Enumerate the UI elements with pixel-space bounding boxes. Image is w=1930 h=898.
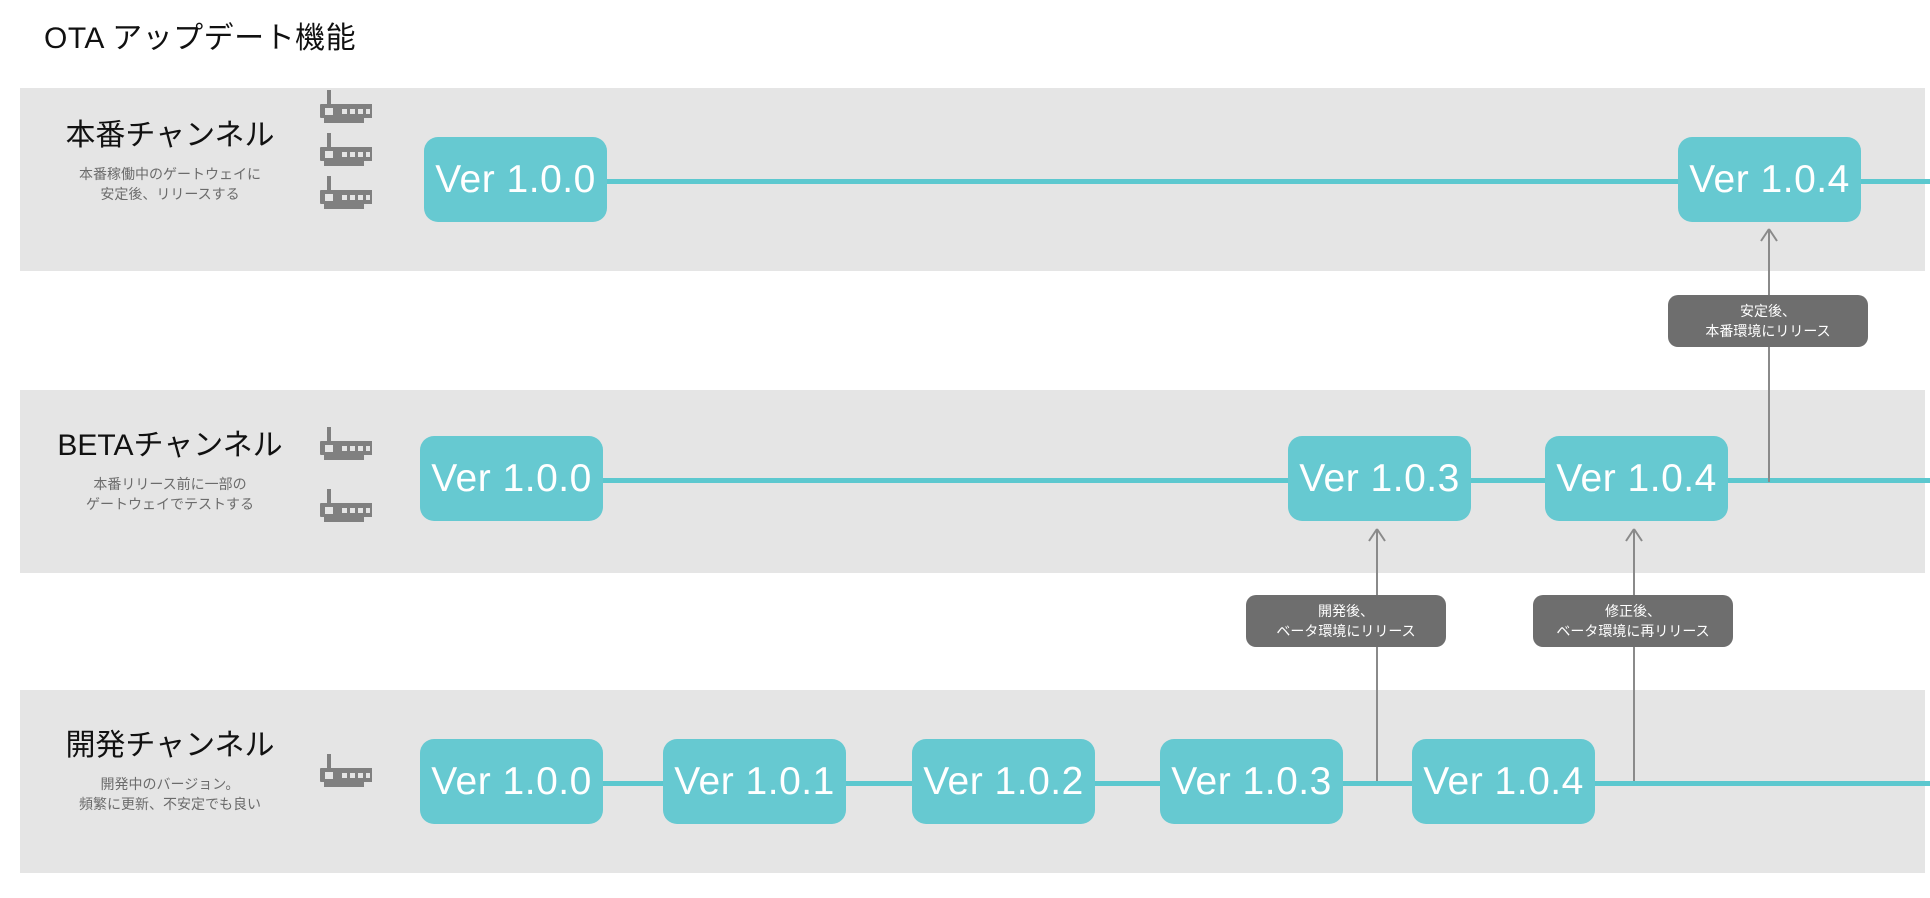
version-chip-development-1.0.2[interactable]: Ver 1.0.2: [912, 739, 1095, 824]
channel-label-development: 開発チャンネル 開発中のバージョン。 頻繁に更新、不安定でも良い: [20, 720, 320, 815]
promotion-tooltip-beta-to-production-104: 安定後、 本番環境にリリース: [1668, 295, 1868, 347]
arrow-head-icon: [1368, 528, 1386, 546]
router-icon: [320, 90, 372, 123]
connector-line: [1768, 246, 1770, 482]
version-chip-development-1.0.1[interactable]: Ver 1.0.1: [663, 739, 846, 824]
gateway-stack-beta: [308, 425, 380, 527]
timeline-line-beta: [420, 478, 1930, 483]
promotion-tooltip-dev-to-beta-103: 開発後、 ベータ環境にリリース: [1246, 595, 1446, 647]
channel-label-production: 本番チャンネル 本番稼働中のゲートウェイに 安定後、リリースする: [20, 110, 320, 205]
version-chip-beta-1.0.0[interactable]: Ver 1.0.0: [420, 436, 603, 521]
connector-line: [1633, 545, 1635, 781]
router-icon: [320, 754, 372, 787]
promotion-tooltip-dev-to-beta-104: 修正後、 ベータ環境に再リリース: [1533, 595, 1733, 647]
arrow-head-icon: [1625, 528, 1643, 546]
page-title: OTA アップデート機能: [44, 22, 357, 55]
channel-title-development: 開発チャンネル: [65, 729, 275, 762]
version-chip-development-1.0.3[interactable]: Ver 1.0.3: [1160, 739, 1343, 824]
version-chip-development-1.0.4[interactable]: Ver 1.0.4: [1412, 739, 1595, 824]
channel-subtitle-production: 本番稼働中のゲートウェイに 安定後、リリースする: [79, 166, 261, 203]
router-icon: [320, 427, 372, 460]
connector-line: [1376, 545, 1378, 781]
channel-label-beta: BETAチャンネル 本番リリース前に一部の ゲートウェイでテストする: [20, 420, 320, 515]
router-icon: [320, 133, 372, 166]
gateway-stack-development: [308, 752, 380, 792]
version-chip-production-1.0.4[interactable]: Ver 1.0.4: [1678, 137, 1861, 222]
version-chip-beta-1.0.3[interactable]: Ver 1.0.3: [1288, 436, 1471, 521]
version-chip-production-1.0.0[interactable]: Ver 1.0.0: [424, 137, 607, 222]
arrow-head-icon: [1760, 228, 1778, 246]
timeline-line-production: [424, 179, 1930, 184]
router-icon: [320, 176, 372, 209]
channel-title-production: 本番チャンネル: [65, 119, 275, 152]
channel-title-beta: BETAチャンネル: [57, 429, 283, 462]
gateway-stack-production: [308, 88, 380, 214]
version-chip-development-1.0.0[interactable]: Ver 1.0.0: [420, 739, 603, 824]
version-chip-beta-1.0.4[interactable]: Ver 1.0.4: [1545, 436, 1728, 521]
channel-subtitle-development: 開発中のバージョン。 頻繁に更新、不安定でも良い: [79, 776, 261, 813]
router-icon: [320, 489, 372, 522]
channel-subtitle-beta: 本番リリース前に一部の ゲートウェイでテストする: [86, 476, 254, 513]
